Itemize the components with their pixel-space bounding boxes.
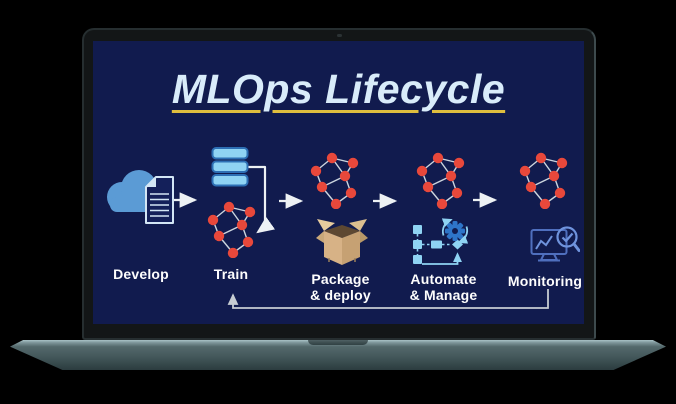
- stage-label-develop: Develop: [101, 266, 181, 283]
- stage-label-automate-manage: Automate & Manage: [396, 271, 491, 303]
- stage-label-monitoring: Monitoring: [499, 273, 584, 290]
- package-label-line1: Package: [311, 271, 370, 287]
- train-label-text: Train: [213, 266, 249, 282]
- stage-label-train: Train: [191, 266, 271, 283]
- package-label-line2: & deploy: [310, 286, 371, 303]
- slide-screen: MLOps Lifecycle: [93, 41, 584, 324]
- page-title: MLOps Lifecycle: [171, 66, 506, 112]
- monitoring-label-text: Monitoring: [507, 273, 583, 289]
- stage-label-package-deploy: Package & deploy: [293, 271, 388, 303]
- laptop-base: [10, 340, 666, 370]
- monitor-magnifier-icon: [530, 226, 580, 262]
- neural-network-icon: [204, 200, 260, 258]
- feedback-arrow-monitoring-to-train: [227, 289, 549, 309]
- webcam-icon: [337, 34, 342, 37]
- automate-label-line2: & Manage: [409, 286, 478, 303]
- neural-network-icon: [516, 151, 572, 209]
- open-box-icon: [316, 219, 368, 265]
- gear-flowchart-icon: [413, 218, 469, 265]
- automate-label-line1: Automate: [410, 271, 477, 287]
- lid-notch: [308, 340, 368, 345]
- develop-label-text: Develop: [113, 266, 169, 282]
- database-stack-icon: [211, 147, 249, 187]
- neural-network-icon: [307, 151, 363, 209]
- cloud-document-icon: [107, 170, 174, 224]
- laptop-bezel: MLOps Lifecycle: [82, 28, 596, 340]
- neural-network-icon: [413, 151, 469, 209]
